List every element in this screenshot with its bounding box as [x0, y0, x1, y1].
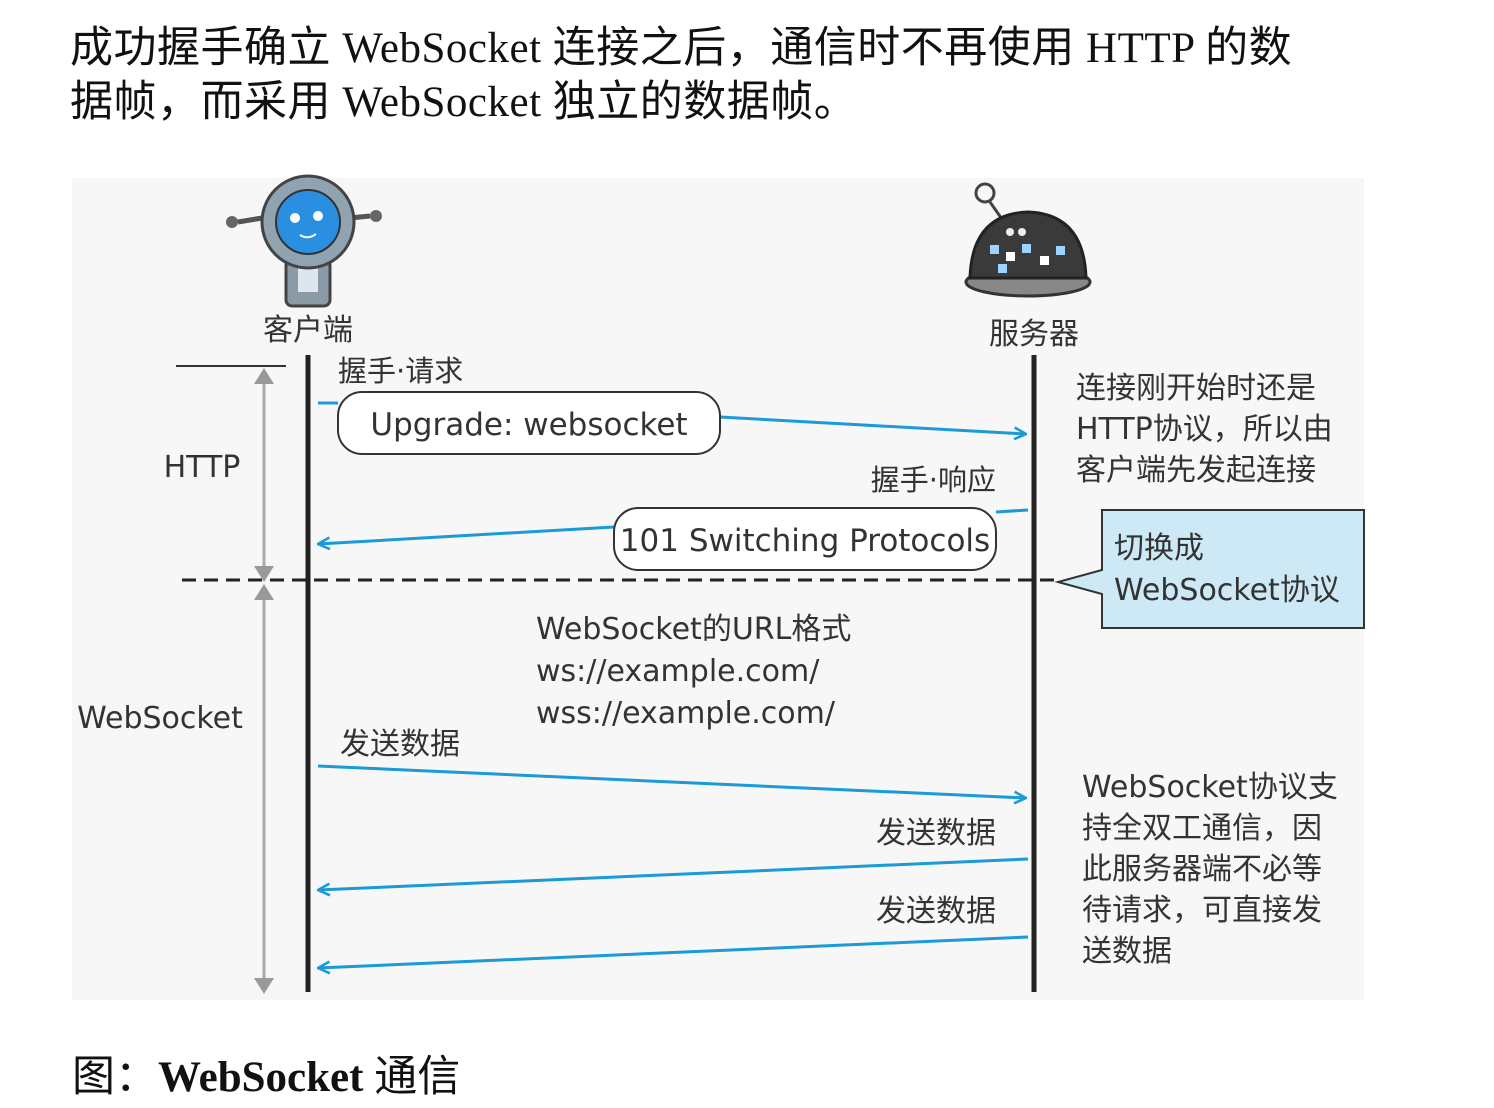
handshake-request-label: 握手·请求 — [338, 354, 463, 388]
send-data-server-label-2: 发送数据 — [876, 894, 996, 929]
phase-websocket-label: WebSocket — [77, 701, 243, 736]
send-data-client-arrow — [317, 764, 1026, 798]
switch-protocol-callout — [1054, 509, 1365, 629]
intro-text: 成功握手确立 WebSocket 连接之后，通信时不再使用 HTTP 的数 据帧… — [70, 22, 1400, 130]
url-format-title: WebSocket的URL格式 — [536, 612, 851, 647]
caption-prefix: 图： — [72, 1054, 158, 1101]
note-http-line-3: 客户端先发起连接 — [1076, 453, 1316, 488]
note-http-line-1: 连接刚开始时还是 — [1076, 371, 1316, 406]
note-http-line-2: HTTP协议，所以由 — [1076, 412, 1333, 447]
caption-suffix: 通信 — [363, 1054, 461, 1101]
send-data-server-arrow-2 — [318, 935, 1029, 968]
phase-http-label: HTTP — [164, 450, 241, 485]
switching-protocols-text: 101 Switching Protocols — [620, 523, 990, 559]
switching-protocols-box — [613, 507, 997, 571]
intro-line-1: 成功握手确立 WebSocket 连接之后，通信时不再使用 HTTP 的数 — [70, 25, 1293, 72]
url-format-ws: ws://example.com/ — [536, 654, 820, 689]
figure-caption: 图：WebSocket 通信 — [72, 1042, 460, 1104]
upgrade-request-text: Upgrade: websocket — [370, 407, 687, 443]
caption-bold: WebSocket — [158, 1054, 364, 1101]
send-data-client-label: 发送数据 — [340, 727, 460, 762]
intro-line-2: 据帧，而采用 WebSocket 独立的数据帧。 — [70, 79, 858, 126]
note-websocket-line-5: 送数据 — [1082, 934, 1172, 969]
client-label: 客户端 — [263, 313, 353, 348]
switch-callout-line-2: WebSocket协议 — [1114, 573, 1340, 608]
handshake-response-arrow — [318, 525, 615, 544]
server-label: 服务器 — [989, 317, 1079, 352]
note-websocket-line-3: 此服务器端不必等 — [1082, 852, 1322, 887]
send-data-server-arrow-1 — [318, 857, 1029, 890]
upgrade-request-box — [337, 391, 721, 455]
handshake-request-arrow — [719, 415, 1026, 434]
handshake-response-label: 握手·响应 — [871, 463, 996, 497]
url-format-wss: wss://example.com/ — [536, 696, 836, 731]
note-websocket-line-4: 待请求，可直接发 — [1082, 893, 1322, 928]
note-websocket-line-1: WebSocket协议支 — [1082, 770, 1338, 805]
client-robot-icon — [226, 174, 382, 308]
switch-callout-line-1: 切换成 — [1114, 531, 1204, 566]
server-robot-icon — [964, 182, 1092, 298]
handshake-response-arrow-start — [995, 508, 1029, 514]
note-websocket-line-2: 持全双工通信，因 — [1082, 811, 1322, 846]
send-data-server-label-1: 发送数据 — [876, 816, 996, 851]
